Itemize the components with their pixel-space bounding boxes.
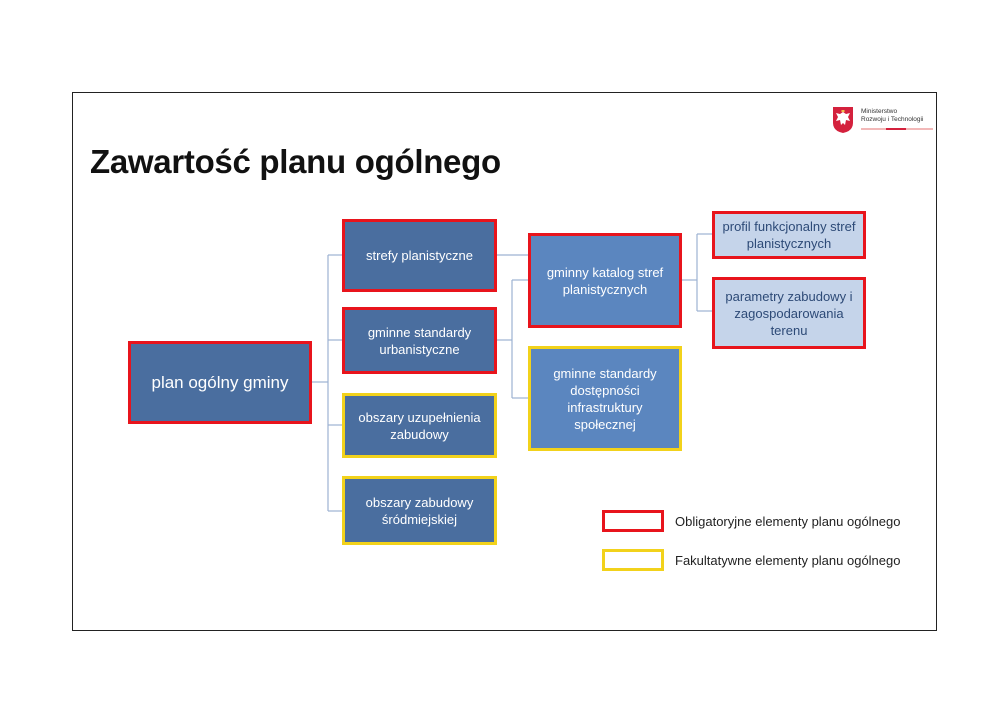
node-gminne-standardy-dostepnosci: gminne standardy dostępności infrastrukt… <box>528 346 682 451</box>
node-plan-ogolny-gminy: plan ogólny gminy <box>128 341 312 424</box>
logo-line-1: Ministerstwo <box>861 108 898 115</box>
node-obszary-zabudowy-srodmiejskiej: obszary zabudowy śródmiejskiej <box>342 476 497 545</box>
node-label: parametry zabudowy i zagospodarowania te… <box>725 288 853 338</box>
node-label: obszary zabudowy śródmiejskiej <box>365 494 474 527</box>
node-gminny-katalog-stref: gminny katalog stref planistycznych <box>528 233 682 328</box>
node-label: strefy planistyczne <box>366 248 473 263</box>
logo-line-2: Rozwoju i Technologii <box>861 116 924 123</box>
ministry-logo: Ministerstwo Rozwoju i Technologii <box>831 106 936 136</box>
node-strefy-planistyczne: strefy planistyczne <box>342 219 497 292</box>
node-label: profil funkcjonalny stref planistycznych <box>722 219 856 251</box>
node-label: obszary uzupełnienia zabudowy <box>358 409 481 442</box>
legend-swatch-obligatory <box>602 510 664 532</box>
node-parametry-zabudowy: parametry zabudowy i zagospodarowania te… <box>712 277 866 349</box>
node-gminne-standardy-urbanistyczne: gminne standardy urbanistyczne <box>342 307 497 374</box>
node-profil-funkcjonalny: profil funkcjonalny stref planistycznych <box>712 211 866 259</box>
legend-swatch-optional <box>602 549 664 571</box>
page-title: Zawartość planu ogólnego <box>90 143 501 180</box>
eagle-emblem-icon <box>833 107 853 133</box>
node-label: gminne standardy dostępności infrastrukt… <box>553 365 657 432</box>
legend-label-obligatory: Obligatoryjne elementy planu ogólnego <box>675 514 901 529</box>
legend-label-optional: Fakultatywne elementy planu ogólnego <box>675 553 901 568</box>
node-label: gminny katalog stref planistycznych <box>546 264 664 297</box>
node-label: gminne standardy urbanistyczne <box>367 324 472 357</box>
logo-rule-accent <box>886 128 906 130</box>
node-label: plan ogólny gminy <box>151 373 289 392</box>
node-obszary-uzupelnienia-zabudowy: obszary uzupełnienia zabudowy <box>342 393 497 458</box>
